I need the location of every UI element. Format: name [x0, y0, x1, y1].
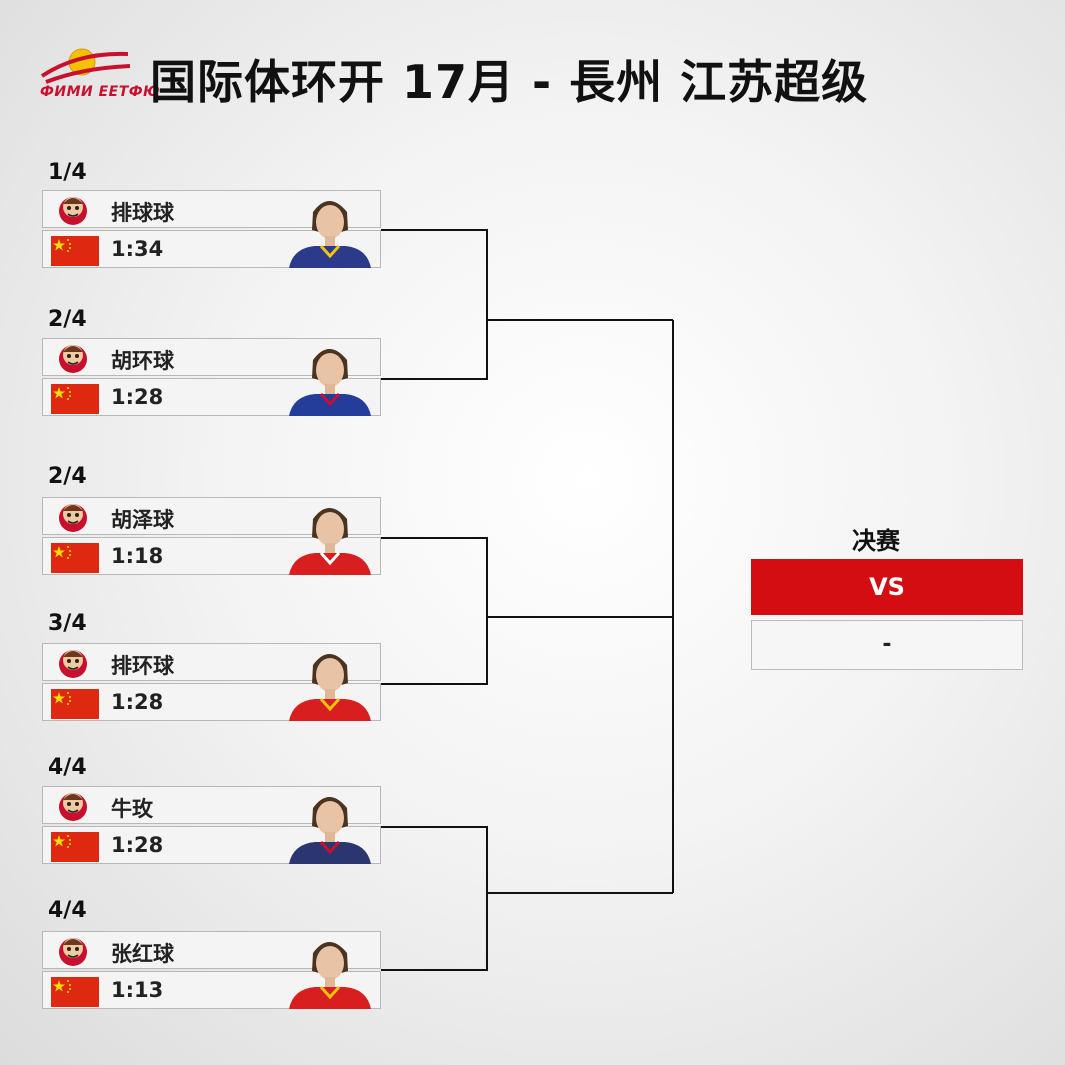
player-name: 张红球: [111, 942, 174, 966]
player-name: 胡环球: [111, 349, 174, 373]
china-flag-icon: [51, 543, 99, 573]
round-label: 1/4: [48, 160, 87, 185]
match-time: 1:28: [111, 833, 164, 857]
player-photo: [285, 786, 375, 864]
player-card: 排环球 1:28: [42, 643, 381, 723]
player-photo: [285, 338, 375, 416]
round-label: 4/4: [48, 898, 87, 923]
mascot-icon: [57, 935, 89, 967]
round-label: 3/4: [48, 611, 87, 636]
match-time: 1:34: [111, 237, 164, 261]
player-card: 胡环球 1:28: [42, 338, 381, 418]
player-name: 排球球: [111, 201, 174, 225]
player-card: 胡泽球 1:18: [42, 497, 381, 577]
player-name: 排环球: [111, 654, 174, 678]
match-time: 1:28: [111, 385, 164, 409]
final-vs-box: VS: [751, 559, 1023, 615]
round-label: 2/4: [48, 464, 87, 489]
player-photo: [285, 190, 375, 268]
china-flag-icon: [51, 384, 99, 414]
player-name: 胡泽球: [111, 508, 174, 532]
player-photo: [285, 497, 375, 575]
final-score-box: -: [751, 620, 1023, 670]
match-time: 1:13: [111, 978, 164, 1002]
round-label: 2/4: [48, 307, 87, 332]
final-label: 决赛: [852, 527, 900, 555]
logo-text: ФИМИ ЕЕТФЮ: [40, 84, 161, 100]
player-card: 排球球 1:34: [42, 190, 381, 270]
round-label: 4/4: [48, 755, 87, 780]
china-flag-icon: [51, 832, 99, 862]
player-name: 牛玫: [111, 797, 153, 821]
page-title: 国际体环开 17月 - 長州 江苏超级: [150, 55, 869, 109]
player-photo: [285, 643, 375, 721]
match-time: 1:28: [111, 690, 164, 714]
match-time: 1:18: [111, 544, 164, 568]
logo: [38, 46, 134, 104]
china-flag-icon: [51, 689, 99, 719]
mascot-icon: [57, 647, 89, 679]
player-card: 牛玫 1:28: [42, 786, 381, 866]
china-flag-icon: [51, 236, 99, 266]
china-flag-icon: [51, 977, 99, 1007]
player-photo: [285, 931, 375, 1009]
mascot-icon: [57, 342, 89, 374]
mascot-icon: [57, 194, 89, 226]
player-card: 张红球 1:13: [42, 931, 381, 1011]
mascot-icon: [57, 790, 89, 822]
mascot-icon: [57, 501, 89, 533]
